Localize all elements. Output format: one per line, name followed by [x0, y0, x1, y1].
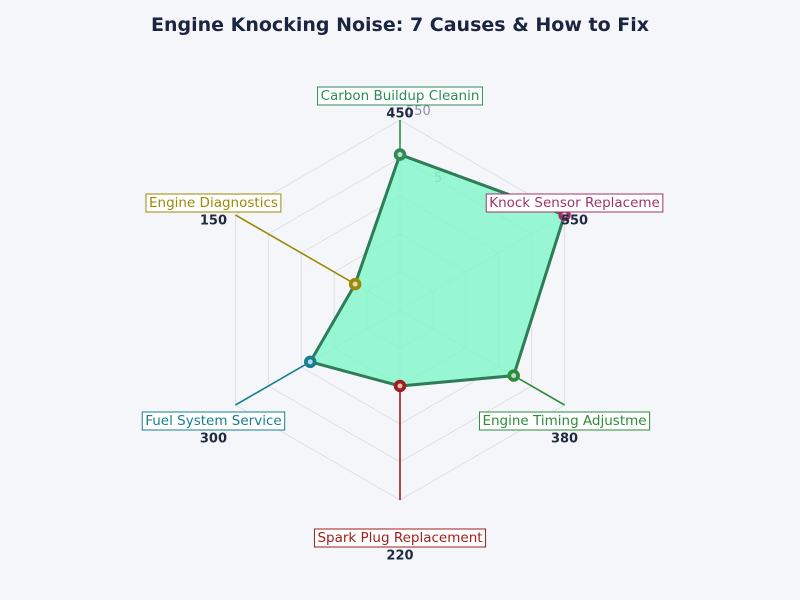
category-label-5: Fuel System Service 300 — [141, 411, 286, 447]
data-area — [308, 153, 567, 388]
value-label: 550 — [561, 214, 588, 229]
category-label-text: Engine Diagnostics — [149, 195, 278, 211]
leader-line — [513, 374, 565, 406]
data-point-highlight — [562, 212, 568, 218]
value-label: 300 — [200, 432, 227, 447]
label-box — [145, 193, 282, 213]
category-label-text: Spark Plug Replacement — [317, 530, 482, 546]
category-label-text: Knock Sensor Replaceme — [489, 195, 660, 211]
label-box — [313, 528, 487, 548]
category-label-text: Engine Timing Adjustme — [482, 413, 646, 429]
data-point-highlight — [397, 152, 403, 158]
label-box — [485, 193, 664, 213]
value-label: 150 — [200, 214, 227, 229]
category-label-3: Engine Timing Adjustme 380 — [478, 411, 651, 447]
category-label-text: Carbon Buildup Cleanin — [321, 88, 480, 104]
label-box — [141, 411, 286, 431]
category-label-2: Knock Sensor Replaceme 550 — [485, 193, 664, 229]
category-label-text: Fuel System Service — [145, 413, 281, 429]
category-label-1: Carbon Buildup Cleanin 450 — [317, 86, 483, 122]
value-label: 380 — [551, 432, 578, 447]
category-label-4: Spark Plug Replacement 220 — [313, 528, 487, 564]
value-label: 220 — [386, 549, 413, 564]
data-point-highlight — [397, 383, 403, 389]
data-polygon — [308, 153, 567, 388]
data-point-highlight — [511, 373, 517, 379]
value-label: 450 — [386, 107, 413, 122]
tick-label: 550 — [406, 104, 431, 119]
data-points — [303, 148, 571, 393]
label-box — [478, 411, 651, 431]
label-box — [317, 86, 483, 106]
category-label-6: Engine Diagnostics 150 — [145, 193, 282, 229]
data-point-highlight — [352, 281, 358, 287]
leader-line — [235, 361, 311, 406]
leader-line — [235, 214, 356, 285]
chart-title: Engine Knocking Noise: 7 Causes & How to… — [150, 14, 650, 36]
data-point-highlight — [307, 359, 313, 365]
